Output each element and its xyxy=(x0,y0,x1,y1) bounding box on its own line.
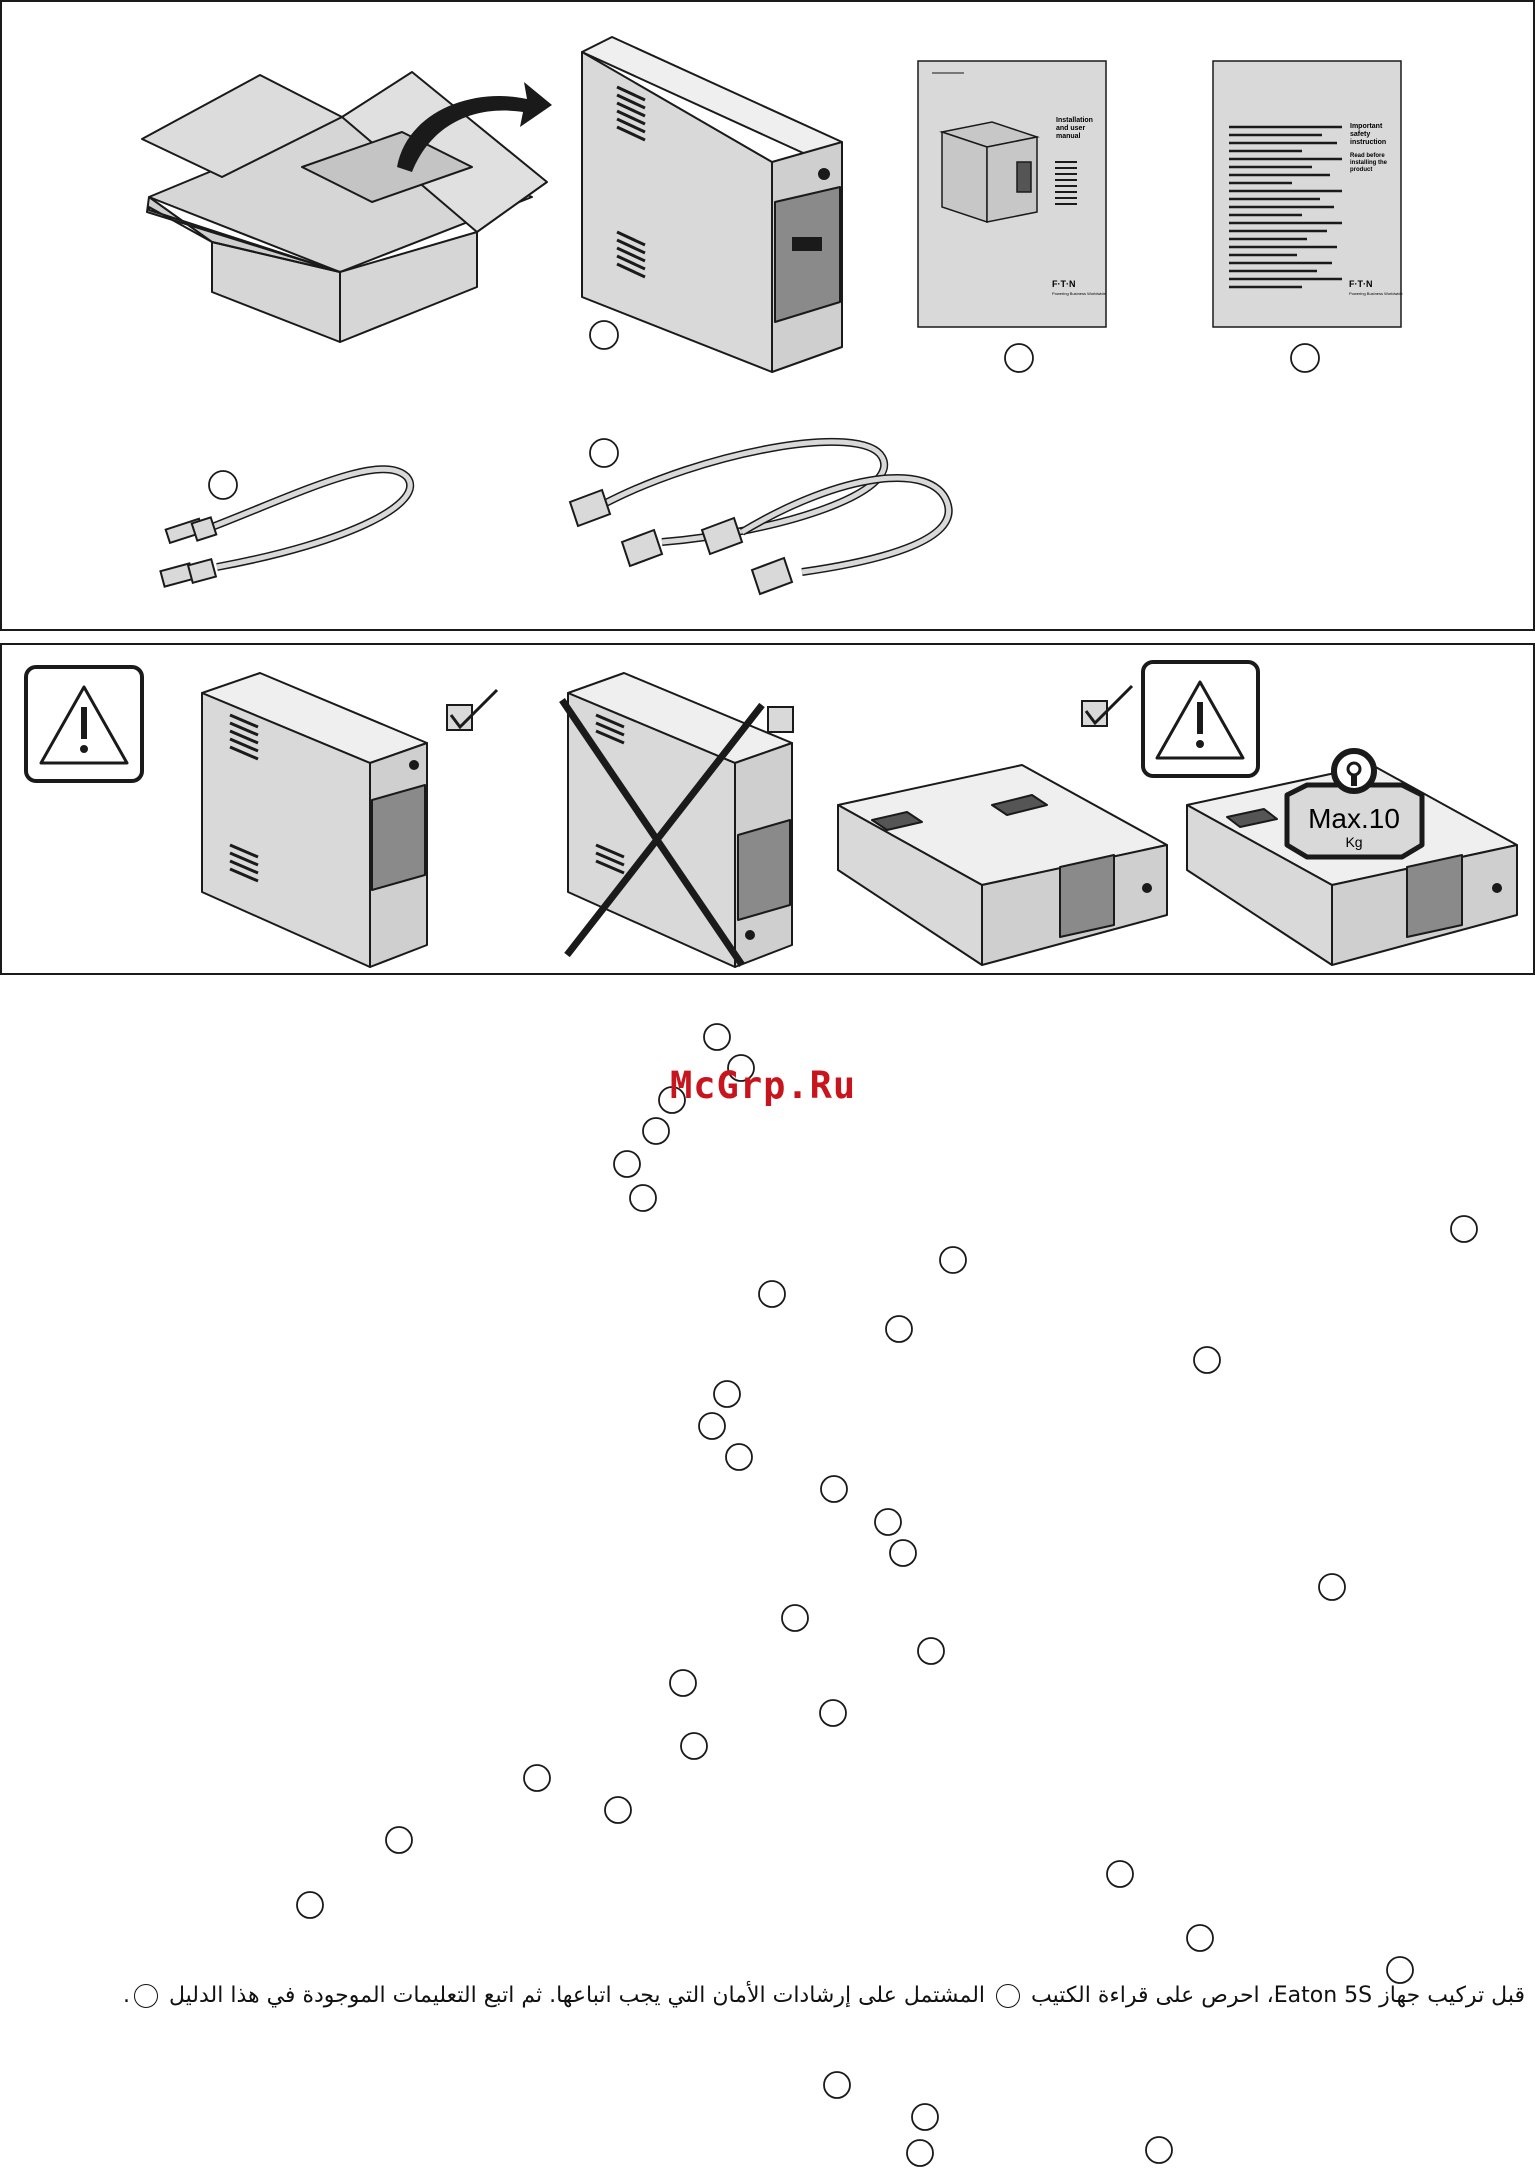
checkbox-checked-icon xyxy=(1081,684,1134,727)
reference-circle-icon xyxy=(996,1984,1021,2008)
safety-instructions-cover: Important safety instruction Read before… xyxy=(1212,60,1404,328)
package-contents-illustration: Installation and user manual F·T·N Power… xyxy=(141,36,1404,596)
manual-brand-logo: F·T·N xyxy=(1052,279,1076,289)
power-cords-icon xyxy=(568,437,953,596)
weight-unit: Kg xyxy=(1345,834,1362,850)
watermark: McGrp.Ru xyxy=(670,1064,857,1107)
safety-title-line1: Important xyxy=(1350,123,1383,130)
safety-title-line2: safety xyxy=(1350,131,1370,138)
warning-triangle-icon xyxy=(1141,660,1260,778)
cardboard-box-icon xyxy=(141,71,548,343)
safety-brand-logo: F·T·N xyxy=(1349,279,1373,289)
package-contents-panel: Installation and user manual F·T·N Power… xyxy=(0,0,1535,631)
arabic-instruction-paragraph: قبل تركيب جهاز Eaton 5S، احرص على قراءة … xyxy=(65,1980,1525,2012)
safety-title-line3: instruction xyxy=(1350,139,1386,146)
usb-cable-icon xyxy=(159,465,415,588)
safety-brand-tagline: Powering Business Worldwide xyxy=(1349,291,1404,296)
warning-triangle-icon xyxy=(24,665,144,783)
manual-title-line1: Installation xyxy=(1056,117,1093,124)
weight-icon: Max.10 Kg xyxy=(1284,748,1425,860)
arabic-text-part1: قبل تركيب جهاز Eaton 5S، احرص على قراءة … xyxy=(1031,1983,1525,2008)
ups-upside-down-wrong xyxy=(559,672,793,968)
manual-brand-tagline: Powering Business Worldwide xyxy=(1052,291,1107,296)
callout-circles xyxy=(208,320,1320,500)
arabic-text-part2: المشتمل على إرشادات الأمان التي يجب اتبا… xyxy=(168,1983,986,2008)
ups-horizontal-correct xyxy=(837,764,1168,966)
safety-sub-line2: installing the xyxy=(1350,160,1388,166)
ups-tower-icon xyxy=(581,36,843,373)
manual-title-line3: manual xyxy=(1056,133,1081,140)
reference-circle-icon xyxy=(133,1984,158,2008)
safety-sub-line3: product xyxy=(1350,167,1372,173)
unpack-arrow-icon xyxy=(397,82,552,172)
user-manual-cover: Installation and user manual F·T·N Power… xyxy=(917,60,1107,328)
safety-sub-line1: Read before xyxy=(1350,153,1385,159)
installation-orientation-panel: Max.10 Kg xyxy=(0,643,1535,975)
checkbox-checked-icon xyxy=(446,688,499,731)
ups-upright-correct xyxy=(201,672,428,968)
arabic-text-part3: . xyxy=(122,1983,130,2008)
checkbox-empty-icon xyxy=(767,706,794,733)
weight-max-value: Max.10 xyxy=(1308,803,1400,834)
orientation-illustration: Max.10 Kg xyxy=(24,660,1518,968)
manual-title-line2: and user xyxy=(1056,125,1085,132)
